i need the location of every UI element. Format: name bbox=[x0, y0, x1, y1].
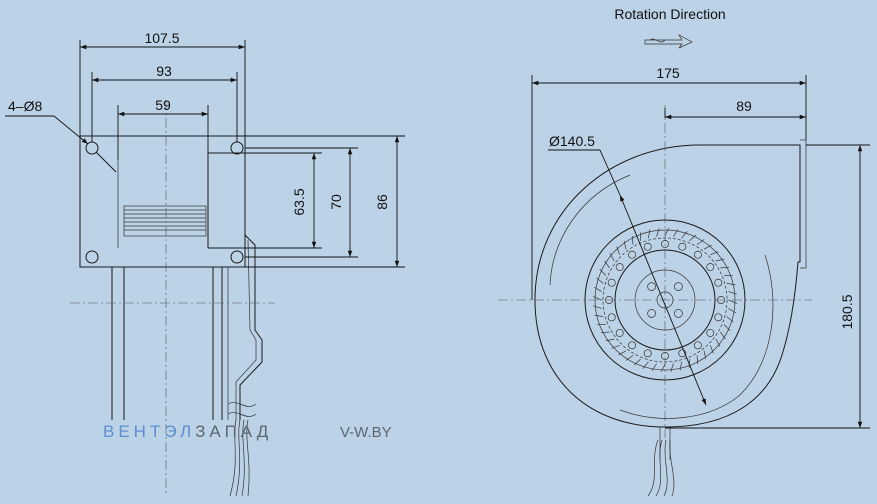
dim-width-mid: 93 bbox=[156, 63, 172, 79]
impeller-blade bbox=[611, 344, 620, 349]
impeller-blade bbox=[720, 331, 726, 340]
side-rotor-fins bbox=[123, 205, 207, 237]
rotor-bolt bbox=[643, 242, 652, 251]
mount-hole-bottom-right bbox=[230, 250, 244, 264]
rotor-bolt bbox=[643, 349, 652, 358]
side-wires bbox=[227, 402, 257, 497]
impeller-blade bbox=[600, 331, 610, 334]
impeller-blade bbox=[679, 361, 682, 371]
brand-part1: ВЕНТЭЛ bbox=[103, 422, 195, 441]
impeller-blade bbox=[594, 286, 602, 292]
dim-width-total: 175 bbox=[656, 65, 680, 81]
rotor-bolt bbox=[714, 278, 723, 287]
hub-hole bbox=[647, 309, 656, 318]
impeller-blade bbox=[715, 258, 725, 262]
rotor-bolt bbox=[693, 341, 702, 350]
impeller-blade bbox=[656, 228, 660, 237]
hole-callout: 4–Ø8 bbox=[8, 98, 42, 114]
rotor-bolt bbox=[714, 313, 723, 322]
side-housing-body bbox=[111, 234, 263, 420]
dim-width-inner: 59 bbox=[155, 97, 171, 113]
impeller-blade bbox=[723, 324, 731, 332]
impeller-blade bbox=[728, 291, 737, 295]
impeller-blade bbox=[720, 266, 730, 269]
rotation-label: Rotation Direction bbox=[614, 6, 725, 22]
watermark-brand: ВЕНТЭЛЗАПАД bbox=[103, 422, 272, 441]
rotor-bolt bbox=[607, 313, 616, 322]
dim-diameter: Ø140.5 bbox=[549, 133, 595, 149]
rotor-bolt bbox=[628, 250, 637, 259]
impeller-blade bbox=[715, 338, 721, 347]
dim-height: 180.5 bbox=[839, 294, 855, 329]
rotor-bolt bbox=[615, 263, 624, 272]
watermark: ВЕНТЭЛЗАПАД V-W.BY bbox=[103, 422, 392, 441]
impeller-blade bbox=[594, 314, 604, 317]
impeller-blade bbox=[696, 239, 705, 245]
impeller-blade bbox=[616, 246, 621, 255]
dim-width-half: 89 bbox=[736, 98, 752, 114]
impeller-blade bbox=[609, 253, 615, 262]
impeller-blade bbox=[728, 299, 738, 304]
brand-part2: ЗАПАД bbox=[195, 422, 272, 441]
impeller-blade bbox=[709, 345, 714, 354]
side-view: 107.5 93 59 4–Ø8 86 70 63.5 bbox=[5, 30, 405, 497]
impeller-blade bbox=[664, 227, 669, 237]
mount-hole-top-right bbox=[230, 141, 244, 155]
impeller-blade bbox=[728, 308, 736, 314]
rotor-bolt bbox=[706, 328, 715, 337]
impeller-blade bbox=[605, 338, 615, 342]
impeller-blade bbox=[592, 296, 602, 301]
impeller-blade bbox=[696, 355, 699, 365]
rotor-bolt bbox=[607, 278, 616, 287]
hub-hole bbox=[674, 282, 683, 291]
impeller-blade bbox=[604, 260, 610, 269]
dim-height-small: 63.5 bbox=[291, 188, 307, 215]
front-view: Rotation Direction bbox=[498, 6, 870, 497]
rotation-arrow-icon bbox=[644, 34, 693, 49]
impeller-blade bbox=[710, 251, 719, 256]
impeller-blade bbox=[599, 268, 607, 276]
watermark-site: V-W.BY bbox=[340, 424, 392, 441]
impeller-blade bbox=[631, 235, 634, 245]
impeller-blade bbox=[593, 305, 602, 309]
impeller-blade bbox=[648, 229, 651, 239]
rotor-bolt bbox=[678, 242, 687, 251]
impeller-blade bbox=[726, 316, 734, 323]
rotor-bolt bbox=[628, 341, 637, 350]
rotor-bolt bbox=[693, 250, 702, 259]
impeller-blade bbox=[596, 277, 604, 284]
dim-width-outer: 107.5 bbox=[144, 30, 179, 46]
dim-height-large: 86 bbox=[374, 194, 390, 210]
volute-housing bbox=[534, 144, 801, 428]
impeller-blade bbox=[625, 355, 634, 361]
hub-hole bbox=[647, 282, 656, 291]
hub-hole bbox=[674, 309, 683, 318]
rotor-bolt bbox=[706, 263, 715, 272]
side-flange bbox=[79, 135, 246, 268]
dim-height-mid: 70 bbox=[328, 194, 344, 210]
mount-hole-bottom-left bbox=[85, 250, 99, 264]
impeller-blade bbox=[726, 283, 736, 286]
front-wires bbox=[647, 427, 675, 497]
impeller-blade bbox=[661, 363, 666, 373]
impeller-blade bbox=[670, 363, 674, 372]
rotor-bolt bbox=[615, 328, 624, 337]
